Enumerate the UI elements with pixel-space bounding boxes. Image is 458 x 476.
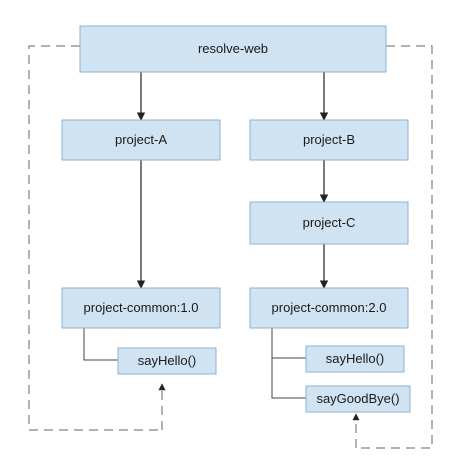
dashed-boundary xyxy=(28,45,433,449)
node-project-b-label: project-B xyxy=(303,132,355,147)
node-project-c: project-C xyxy=(249,201,409,245)
node-say-hello-2-label: sayHello() xyxy=(326,351,385,366)
node-say-hello-1: sayHello() xyxy=(117,347,217,375)
node-project-a-label: project-A xyxy=(115,132,167,147)
node-project-common-2: project-common:2.0 xyxy=(249,287,409,329)
node-resolve-web: resolve-web xyxy=(79,25,387,73)
node-project-a: project-A xyxy=(61,119,221,161)
dependency-arrows xyxy=(136,72,329,289)
node-resolve-web-label: resolve-web xyxy=(198,41,268,56)
node-project-b: project-B xyxy=(249,119,409,161)
node-say-hello-2: sayHello() xyxy=(305,345,405,373)
node-say-goodbye-label: sayGoodBye() xyxy=(316,391,399,406)
node-project-common-1-label: project-common:1.0 xyxy=(84,300,199,315)
node-project-common-2-label: project-common:2.0 xyxy=(272,300,387,315)
node-say-hello-1-label: sayHello() xyxy=(138,353,197,368)
node-say-goodbye: sayGoodBye() xyxy=(305,385,411,413)
node-project-common-1: project-common:1.0 xyxy=(61,287,221,329)
node-project-c-label: project-C xyxy=(303,215,356,230)
method-connectors xyxy=(83,328,306,399)
